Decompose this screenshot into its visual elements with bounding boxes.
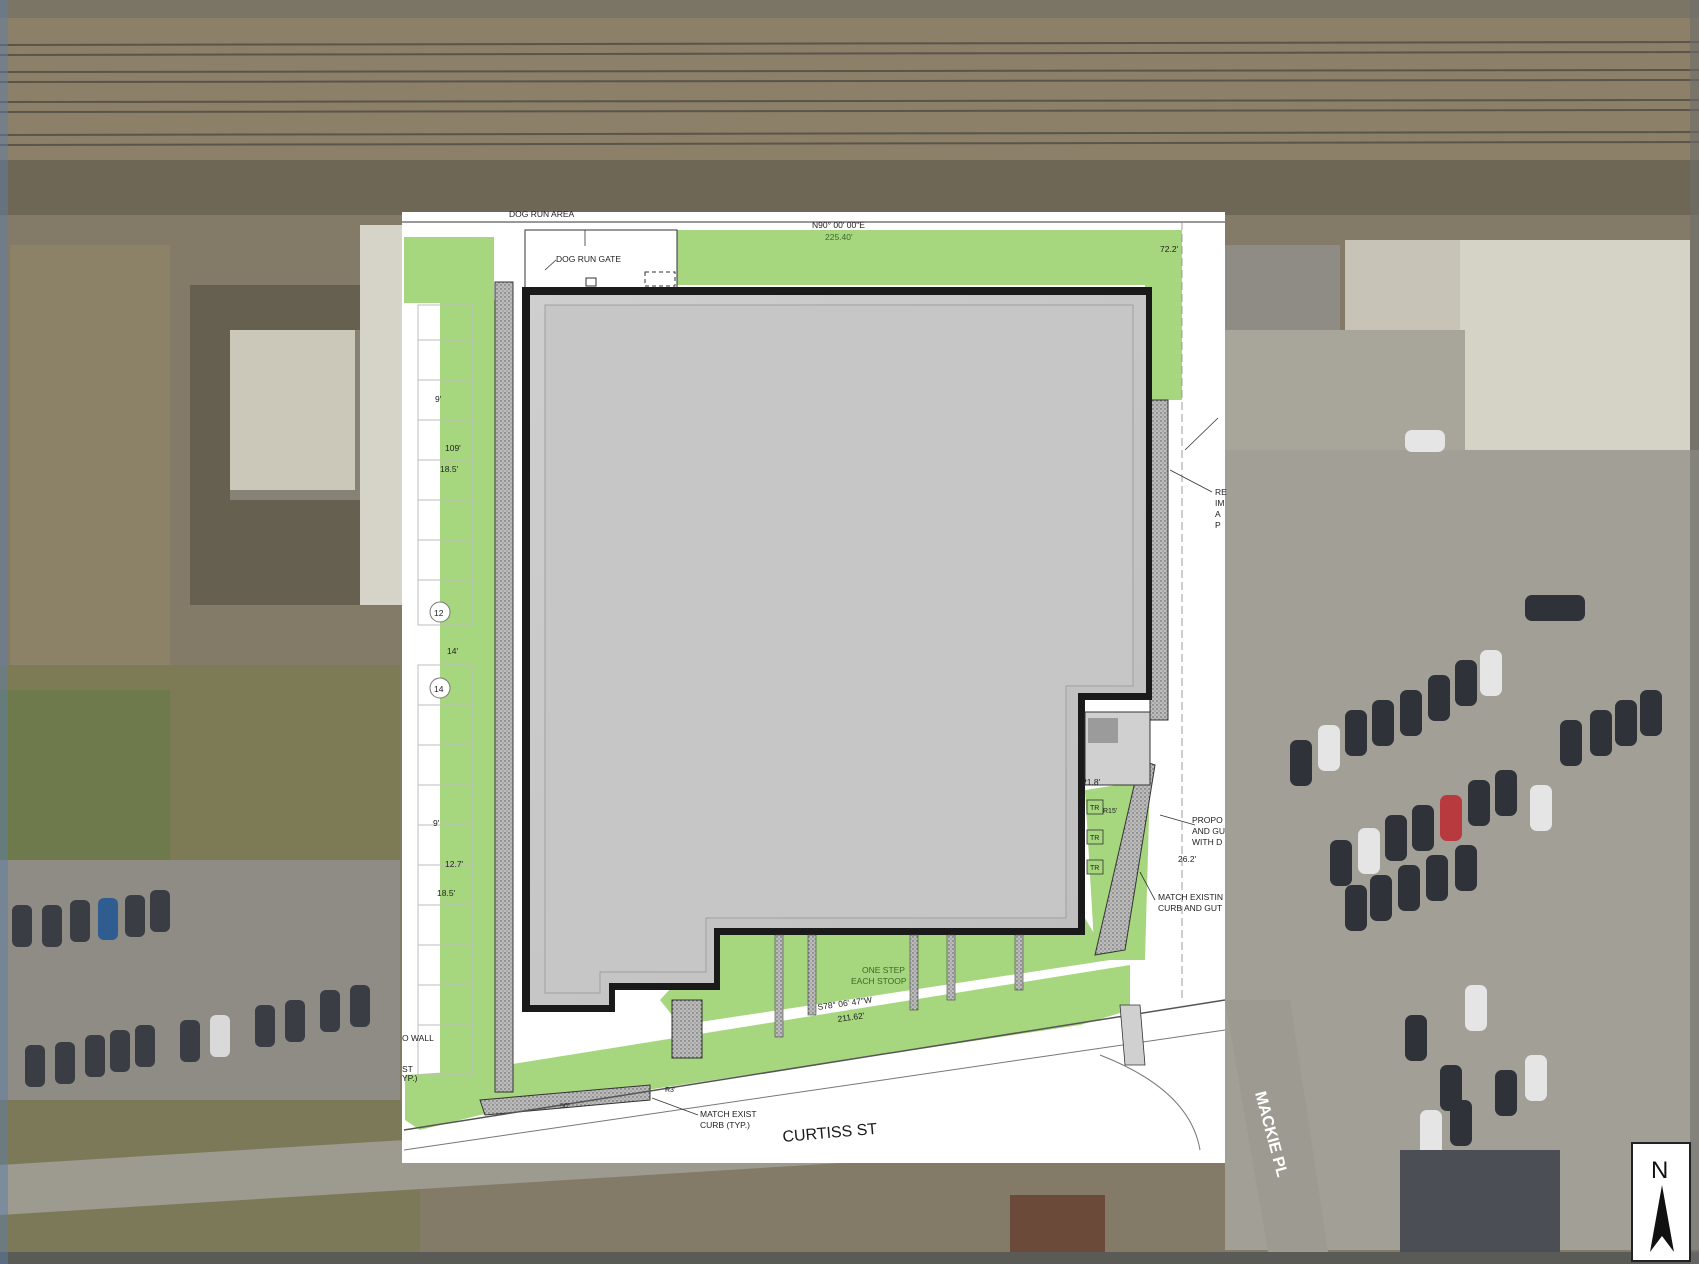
stall-127: 12.7' [445,859,464,869]
north-bearing-label: N90° 00' 00"E [812,220,865,230]
stoop-walks [774,934,1024,1038]
mackie-place-pavement [1225,1000,1330,1264]
match-exist-1: MATCH EXIST [700,1109,757,1119]
north-arrow-icon [1650,1185,1674,1252]
wall-label: O WALL [402,1033,434,1043]
building-footprint [522,287,1152,1012]
stall-109: 109' [445,443,461,453]
re-note-2: IM [1215,498,1224,508]
dim-262-label: 26.2' [1178,854,1197,864]
proposed-note-3: WITH D [1192,837,1222,847]
dim-50-label: 50' [560,1103,569,1110]
re-note-1: RE [1215,487,1227,497]
r3-label: R3' [665,1087,675,1094]
re-note-4: P [1215,520,1221,530]
curtiss-curb [403,999,1226,1131]
stall-9-bottom: 9' [433,818,440,828]
sidewalk-hatch [479,281,1169,1116]
tr-label-1: TR [1090,805,1099,812]
south-length-label: 211.62' [837,1010,865,1024]
north-length-label: 225.40' [825,232,853,242]
north-arrow-letter: N [1651,1157,1668,1184]
r15-label: R15' [1103,808,1117,815]
dog-run-gate [585,277,597,287]
stall-14a: 14' [447,646,458,656]
one-step-2: EACH STOOP [851,976,907,986]
one-step-1: ONE STEP [862,965,905,975]
transformer-pads [1086,799,1104,875]
site-plan-overlay [402,212,1226,1163]
stall-14b: 14 [434,684,444,694]
stall-185-top: 18.5' [440,464,459,474]
stall-185-bottom: 18.5' [437,888,456,898]
railroad-tracks [0,41,1699,146]
site-plan-labels: DOG RUN AREA DOG RUN GATE N90° 00' 00"E … [402,209,1227,1130]
dim-72-label: 72.2' [1160,244,1179,254]
match-existing-1: MATCH EXISTIN [1158,892,1223,902]
dog-run-gate-label: DOG RUN GATE [556,254,621,264]
re-note-3: A [1215,509,1221,519]
dog-run-area [524,229,678,289]
match-existing-2: CURB AND GUT [1158,903,1222,913]
wall-note-st: ST [402,1064,413,1074]
match-exist-2: CURB (TYP.) [700,1120,750,1130]
proposed-note-2: AND GU [1192,826,1225,836]
tr-label-2: TR [1090,835,1099,842]
dim-218-label: 21.8' [1082,777,1101,787]
west-parking-stalls [417,304,474,1076]
proposed-note-1: PROPO [1192,815,1223,825]
right-warehouse [1225,245,1340,335]
tr-label-3: TR [1090,865,1099,872]
dog-run-area-label: DOG RUN AREA [509,209,575,219]
wall-note-typ: YP.) [402,1073,418,1083]
north-arrow: N [1631,1142,1691,1262]
stall-9-top: 9' [435,394,442,404]
stall-12-label: 12 [434,608,444,618]
